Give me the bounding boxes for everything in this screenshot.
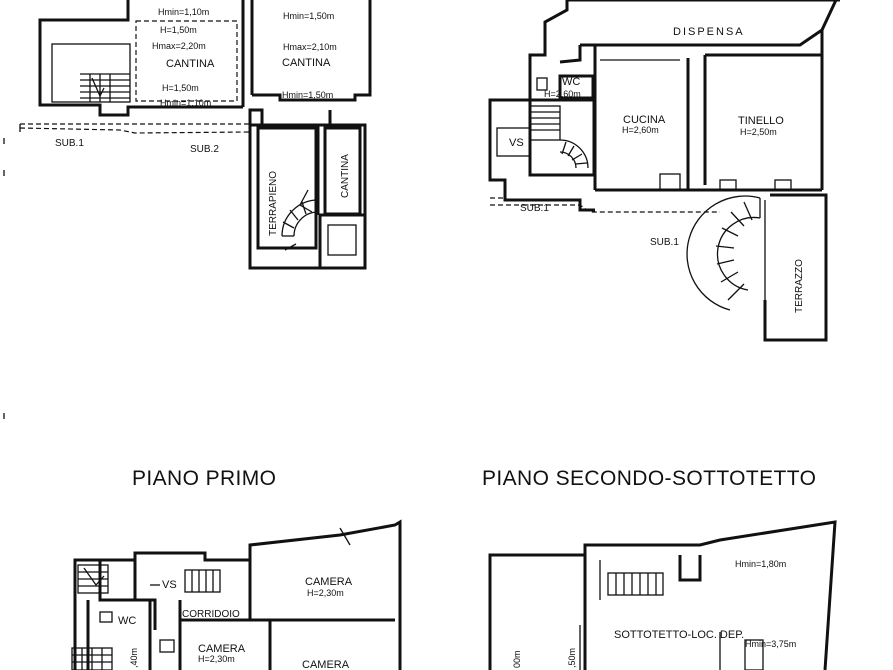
- first-camera-b: CAMERA: [198, 643, 246, 655]
- ground-plan: DISPENSA WC H=2,60m VS CUCINA H=2,60m TI…: [488, 0, 840, 342]
- basement-sub1: SUB.1: [55, 138, 84, 149]
- first-side-h: ,40m: [129, 648, 139, 668]
- basement-h-max-left: Hmax=2,20m: [152, 41, 206, 51]
- basement-stair-left: [80, 73, 130, 102]
- title-second-floor: PIANO SECONDO-SOTTOTETTO: [482, 467, 816, 490]
- basement-h-min-right-top: Hmin=1,50m: [283, 11, 334, 21]
- basement-h-min-bottom: Hmin=1,10m: [160, 98, 211, 108]
- basement-terrapieno: TERRAPIENO: [268, 171, 279, 236]
- second-side-h-a: 00m: [512, 650, 522, 668]
- second-h-min: Hmin=1,80m: [735, 559, 786, 569]
- basement-cantina-vertical: CANTINA: [340, 154, 351, 198]
- basement-h-min-top: Hmin=1,10m: [158, 7, 209, 17]
- basement-h-min-right-bottom: Hmin=1,50m: [282, 90, 333, 100]
- title-first-floor: PIANO PRIMO: [132, 467, 276, 490]
- first-corridoio: CORRIDOIO: [182, 609, 240, 620]
- first-vs: VS: [162, 579, 177, 591]
- ground-tinello: TINELLO: [738, 115, 784, 127]
- first-wc: WC: [118, 615, 136, 627]
- ground-vs: VS: [509, 137, 524, 149]
- first-floor-stair-top: [77, 564, 221, 594]
- basement-h-max-right: Hmax=2,10m: [283, 42, 337, 52]
- ground-sub1-large: SUB.1: [650, 237, 679, 248]
- basement-plan: Hmin=1,10m H=1,50m Hmax=2,20m CANTINA H=…: [19, 0, 372, 270]
- first-camera-a-h: H=2,30m: [307, 588, 344, 598]
- first-floor-stair-bottom: [71, 647, 113, 670]
- basement-sub2: SUB.2: [190, 144, 219, 155]
- ground-spiral-stair: [686, 195, 761, 311]
- second-side-h-b: ,50m: [567, 648, 577, 668]
- ground-cucina-h: H=2,60m: [622, 125, 659, 135]
- first-camera-c: CAMERA: [302, 659, 350, 670]
- second-floor-plan: Hmin=1,80m SOTTOTETTO-LOC. DEP. Hmin=3,7…: [488, 520, 837, 670]
- second-h-min-2: Hmin=3,75m: [745, 639, 796, 649]
- basement-cantina-right: CANTINA: [282, 57, 331, 69]
- ground-cucina: CUCINA: [623, 114, 666, 126]
- ground-stair: [496, 105, 589, 169]
- second-floor-stair: [607, 572, 664, 596]
- basement-h-bottom: H=1,50m: [162, 83, 199, 93]
- ground-dispensa: DISPENSA: [673, 26, 745, 38]
- ground-sub1-small: SUB.1: [520, 203, 549, 214]
- basement-cantina-left: CANTINA: [166, 58, 215, 70]
- first-floor-plan: VS CAMERA H=2,30m CORRIDOIO WC CAMERA H=…: [71, 519, 402, 670]
- ground-wc-h: H=2,60m: [544, 89, 581, 99]
- first-camera-b-h: H=2,30m: [198, 654, 235, 664]
- basement-h-top: H=1,50m: [160, 25, 197, 35]
- ground-terrazzo: TERRAZZO: [794, 259, 805, 313]
- ground-wc: WC: [562, 76, 580, 88]
- ground-tinello-h: H=2,50m: [740, 127, 777, 137]
- second-sottotetto: SOTTOTETTO-LOC. DEP.: [614, 629, 744, 641]
- first-camera-a: CAMERA: [305, 576, 353, 588]
- basement-spiral-stair: [281, 189, 319, 251]
